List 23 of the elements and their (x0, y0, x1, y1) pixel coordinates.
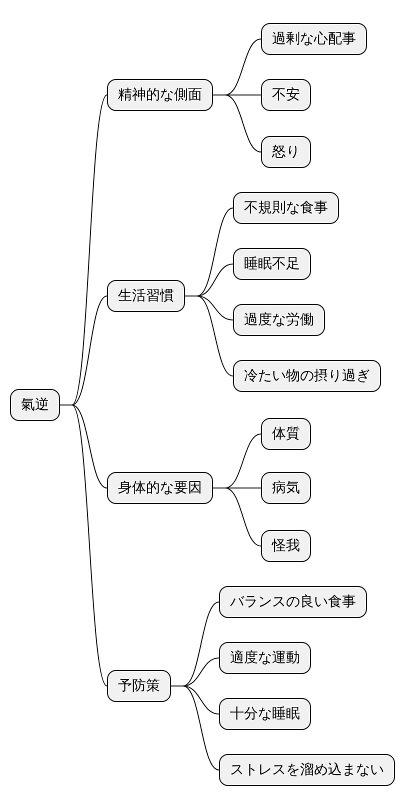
topic-box: ストレスを溜め込まない (219, 754, 395, 786)
topic-box: 身体的な要因 (107, 472, 213, 504)
topic-box: 氣逆 (10, 389, 60, 421)
topic-box: 怪我 (261, 530, 311, 562)
topic-box: 冷たい物の摂り過ぎ (233, 360, 381, 392)
topic-box: 適度な運動 (219, 642, 311, 674)
connector-line (212, 488, 262, 546)
topic-box: 睡眠不足 (233, 248, 311, 280)
topic-box: 十分な睡眠 (219, 698, 311, 730)
topic-box: 精神的な側面 (107, 79, 213, 111)
topic-box: バランスの良い食事 (219, 586, 367, 618)
topic-box: 体質 (261, 418, 311, 450)
connector-line (212, 94, 262, 152)
topic-box: 過度な労働 (233, 304, 325, 336)
topic-box: 予防策 (107, 670, 171, 702)
topic-box: 不規則な食事 (233, 192, 339, 224)
topic-box: 怒り (261, 136, 311, 168)
connector-line (170, 686, 220, 770)
connector-line (184, 296, 234, 376)
topic-box: 病気 (261, 472, 311, 504)
topic-box: 不安 (261, 79, 311, 111)
topic-box: 生活習慣 (107, 280, 185, 312)
topic-box: 過剰な心配事 (261, 23, 367, 55)
